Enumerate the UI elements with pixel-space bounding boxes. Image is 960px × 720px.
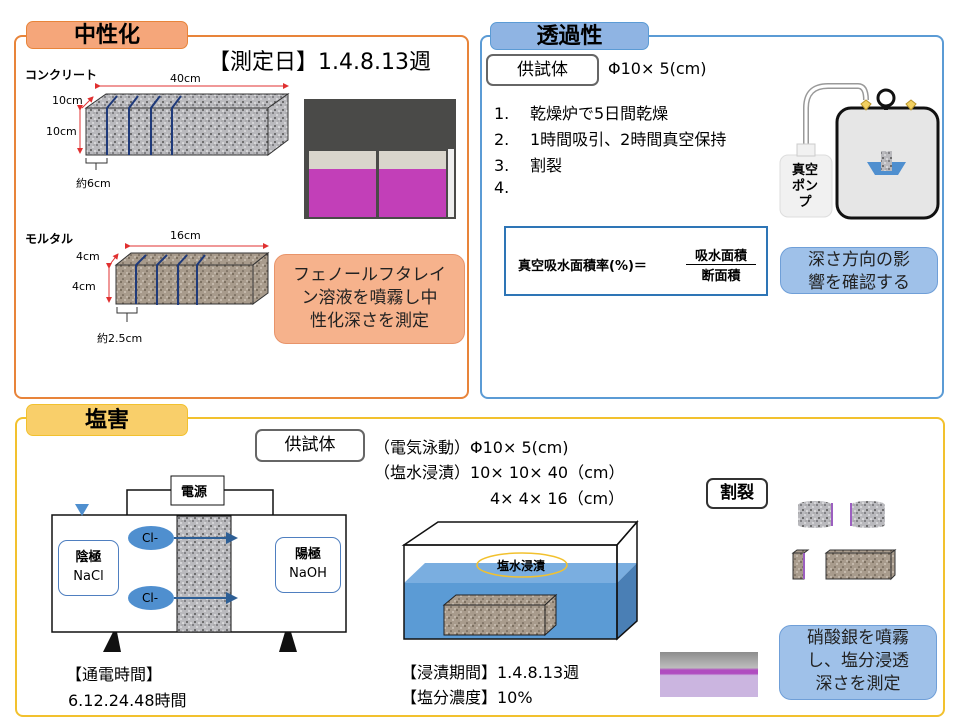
concrete-height-label: 10cm: [46, 125, 77, 138]
neutralization-panel: [14, 35, 469, 399]
vacuum-apparatus-diagram: [779, 83, 940, 220]
anode-box: 陽極 NaOH: [275, 537, 341, 593]
energize-time-title: 【通電時間】: [66, 665, 163, 684]
water-level-icon: [75, 504, 89, 516]
measure-date: 【測定日】1.4.8.13週: [208, 50, 431, 75]
permeability-specimen-size: Φ10× 5(cm): [608, 59, 707, 78]
cl-ion-top: [128, 526, 174, 550]
step-3: 3.割裂: [494, 156, 563, 175]
cl-ion-bottom: [128, 586, 174, 610]
concrete-front-face: [85, 107, 269, 156]
silver-nitrate-callout: 硝酸銀を噴霧 し、塩分浸透 深さを測定: [779, 625, 937, 700]
step-4: 4.: [494, 178, 510, 197]
salt-damage-panel: [15, 417, 945, 717]
specimen-electrophoresis: （電気泳動）Φ10× 5(cm): [374, 438, 569, 457]
silver-nitrate-photo: [660, 652, 758, 697]
specimen-immersion-1: （塩水浸漬）10× 10× 40（cm）: [374, 463, 625, 482]
salt-concentration: 【塩分濃度】10%: [401, 688, 533, 707]
specimen-immersion-2: 4× 4× 16（cm）: [490, 489, 625, 508]
vacuum-pump-label: 真空 ポン プ: [792, 163, 819, 210]
concrete-label: コンクリート: [25, 68, 98, 82]
concrete-length-label: 40cm: [170, 72, 201, 85]
mortar-length-label: 16cm: [170, 229, 201, 242]
immersion-label: 塩水浸漬: [497, 559, 546, 573]
neutralization-title: 中性化: [26, 21, 188, 49]
permeability-panel: [480, 35, 944, 399]
step-1: 1.乾燥炉で5日間乾燥: [494, 104, 669, 123]
permeability-specimen-label: 供試体: [486, 54, 599, 86]
immersion-tank: [403, 544, 618, 640]
mortar-height-label: 4cm: [72, 280, 96, 293]
immersion-period: 【浸漬期間】1.4.8.13週: [401, 663, 580, 682]
salt-damage-title: 塩害: [26, 404, 188, 436]
formula-box: 真空吸水面積率(%)＝ 吸水面積 断面積: [504, 226, 768, 296]
phenolphthalein-photo: [304, 99, 456, 219]
cathode-box: 陰極 NaCl: [58, 540, 119, 596]
salt-specimen-label: 供試体: [255, 429, 365, 462]
mortar-spacing-label: 約2.5cm: [97, 332, 143, 345]
concrete-specimen-diagram: [77, 83, 290, 322]
power-supply: [170, 475, 225, 506]
split-label: 割裂: [706, 478, 768, 509]
permeability-title: 透過性: [490, 22, 649, 50]
formula-lhs: 真空吸水面積率(%)＝: [518, 259, 647, 274]
mortar-label: モルタル: [25, 232, 74, 246]
energize-time-values: 6.12.24.48時間: [68, 691, 187, 710]
specimen-disc: [176, 515, 232, 633]
cl-ion-label-top: Cl-: [142, 531, 159, 545]
phenolphthalein-callout: フェノールフタレイ ン溶液を噴霧し中 性化深さを測定: [274, 254, 465, 344]
mortar-front-face: [115, 264, 254, 305]
depth-direction-callout: 深さ方向の影 響を確認する: [780, 247, 938, 294]
concrete-spacing-label: 約6cm: [76, 177, 111, 190]
power-supply-label: 電源: [181, 485, 208, 500]
immersed-specimen: [443, 604, 546, 636]
step-2: 2.1時間吸引、2時間真空保持: [494, 130, 727, 149]
formula-fraction: 吸水面積 断面積: [686, 245, 756, 284]
cl-ion-label-bottom: Cl-: [142, 591, 159, 605]
cut-lines: [106, 95, 182, 155]
concrete-width-label: 10cm: [52, 94, 83, 107]
mortar-width-label: 4cm: [76, 250, 100, 263]
